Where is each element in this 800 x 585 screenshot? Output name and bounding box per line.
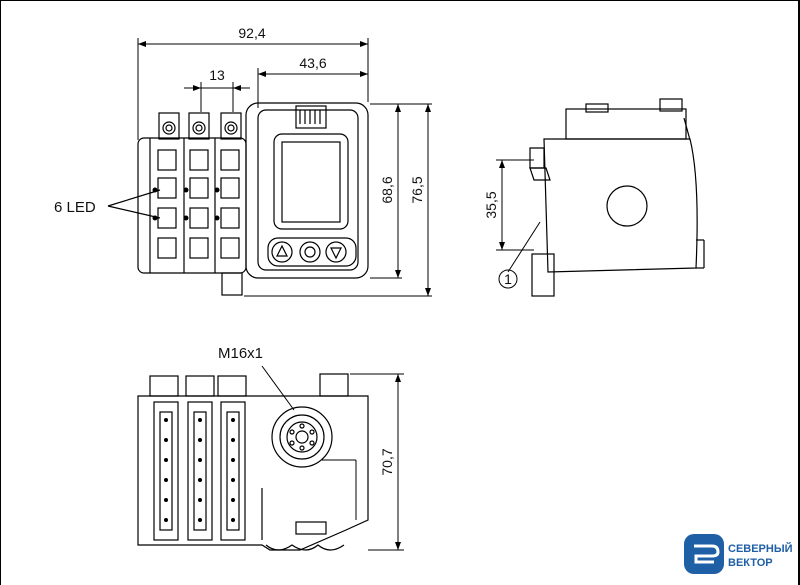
dimension-lines [137,38,432,297]
dim-rail-offset: 35,5 [483,191,499,218]
led-markers [152,187,220,221]
top-view [137,365,404,551]
dim-overall-width: 92,4 [238,25,265,41]
dimension-arrows [138,41,505,550]
dim-display-width: 43,6 [299,55,326,71]
company-logo: СЕВЕРНЫЙ ВЕКТОР [684,534,793,574]
contact-dots [164,418,235,522]
dim-height-total: 76,5 [409,176,425,203]
led-label: 6 LED [54,199,96,216]
dim-depth: 70,7 [379,448,395,475]
logo-line1: СЕВЕРНЫЙ [728,542,793,555]
dim-pitch: 13 [209,67,225,83]
side-view [496,98,705,297]
logo-line2: ВЕКТОР [728,557,773,569]
connector-label: M16x1 [218,345,263,362]
dim-height-inner: 68,6 [379,176,395,203]
callout-number: 1 [504,271,512,287]
front-view [107,102,369,296]
